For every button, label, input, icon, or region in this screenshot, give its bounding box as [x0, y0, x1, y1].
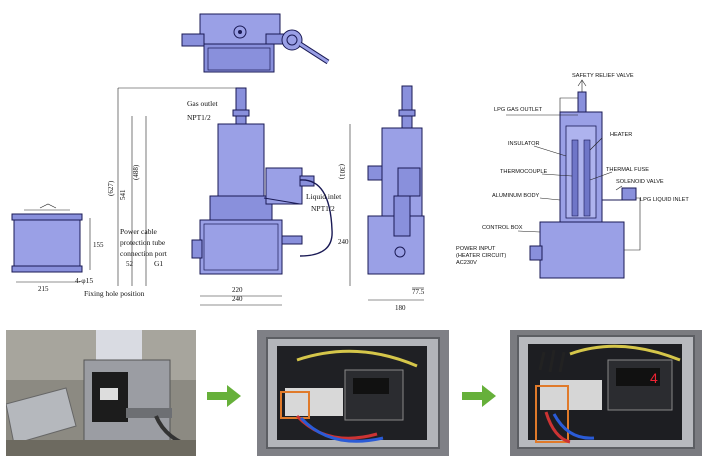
dim-52: 52	[126, 260, 134, 268]
arrow-2	[462, 385, 496, 407]
power-cable-label: Power cable	[120, 227, 158, 236]
dim-488: (488)	[132, 164, 140, 180]
insulator-label: INSULATOR	[508, 141, 540, 147]
lpg-gas-outlet-label: LPG GAS OUTLET	[494, 107, 543, 113]
arrow-1	[207, 385, 241, 407]
dim-155: 155	[93, 241, 104, 249]
dim-220: 220	[232, 286, 243, 294]
voltage-label: AC230V	[456, 260, 477, 266]
gas-outlet-label: Gas outlet	[187, 99, 219, 108]
fixing-holes-label: 4-φ15	[75, 276, 93, 285]
g1-label: G1	[154, 259, 163, 268]
heater-circuit-label: (HEATER CIRCUIT)	[456, 253, 506, 259]
thermal-fuse-label: THERMAL FUSE	[606, 167, 649, 173]
dim-77-5: 77.5	[412, 288, 425, 296]
front-view: (627) (488) 541 (301) 240 52 Gas outlet …	[75, 87, 351, 306]
dim-627: (627)	[107, 180, 115, 196]
dim-301: (301)	[338, 164, 346, 180]
safety-relief-valve-label: SAFETY RELIEF VALVE	[572, 73, 634, 79]
gas-outlet-thread-label: NPT1/2	[187, 113, 211, 122]
lpg-liquid-inlet-label: LPG LIQUID INLET	[640, 197, 689, 203]
dim-180: 180	[395, 304, 406, 312]
unit-on-site-photo	[6, 330, 196, 456]
power-input-label: POWER INPUT	[456, 246, 496, 252]
aluminum-body-label: ALUMINUM BODY	[492, 193, 540, 199]
fixing-hole-position-label: Fixing hole position	[84, 289, 145, 298]
connection-port-label: connection port	[120, 249, 168, 258]
technical-drawing: 155 215 (627) (488) 541 (301) 240 52	[11, 13, 689, 312]
thermocouple-label: THERMOCOUPLE	[500, 169, 548, 175]
liquid-inlet-label: Liquid inlet	[306, 192, 342, 201]
controller-display-value: 4	[650, 370, 658, 386]
solenoid-valve-label: SOLENOID VALVE	[616, 179, 664, 185]
top-view	[181, 13, 330, 73]
internal-schematic: SAFETY RELIEF VALVE LPG GAS OUTLET INSUL…	[456, 73, 689, 279]
dim-240-vertical: 240	[338, 238, 349, 246]
dim-541: 541	[119, 189, 127, 200]
control-box-label: CONTROL BOX	[482, 225, 523, 231]
heater-label: HEATER	[610, 132, 632, 138]
dim-215: 215	[38, 285, 49, 293]
side-view-small: 155 215	[11, 203, 104, 293]
side-view: 180 77.5	[367, 85, 425, 312]
liquid-inlet-thread-label: NPT1/2	[311, 204, 335, 213]
dim-240-horizontal: 240	[232, 295, 243, 303]
protection-tube-label: protection tube	[120, 238, 166, 247]
terminal-block-photo: 4	[510, 330, 702, 456]
control-box-opened-photo	[257, 330, 449, 456]
